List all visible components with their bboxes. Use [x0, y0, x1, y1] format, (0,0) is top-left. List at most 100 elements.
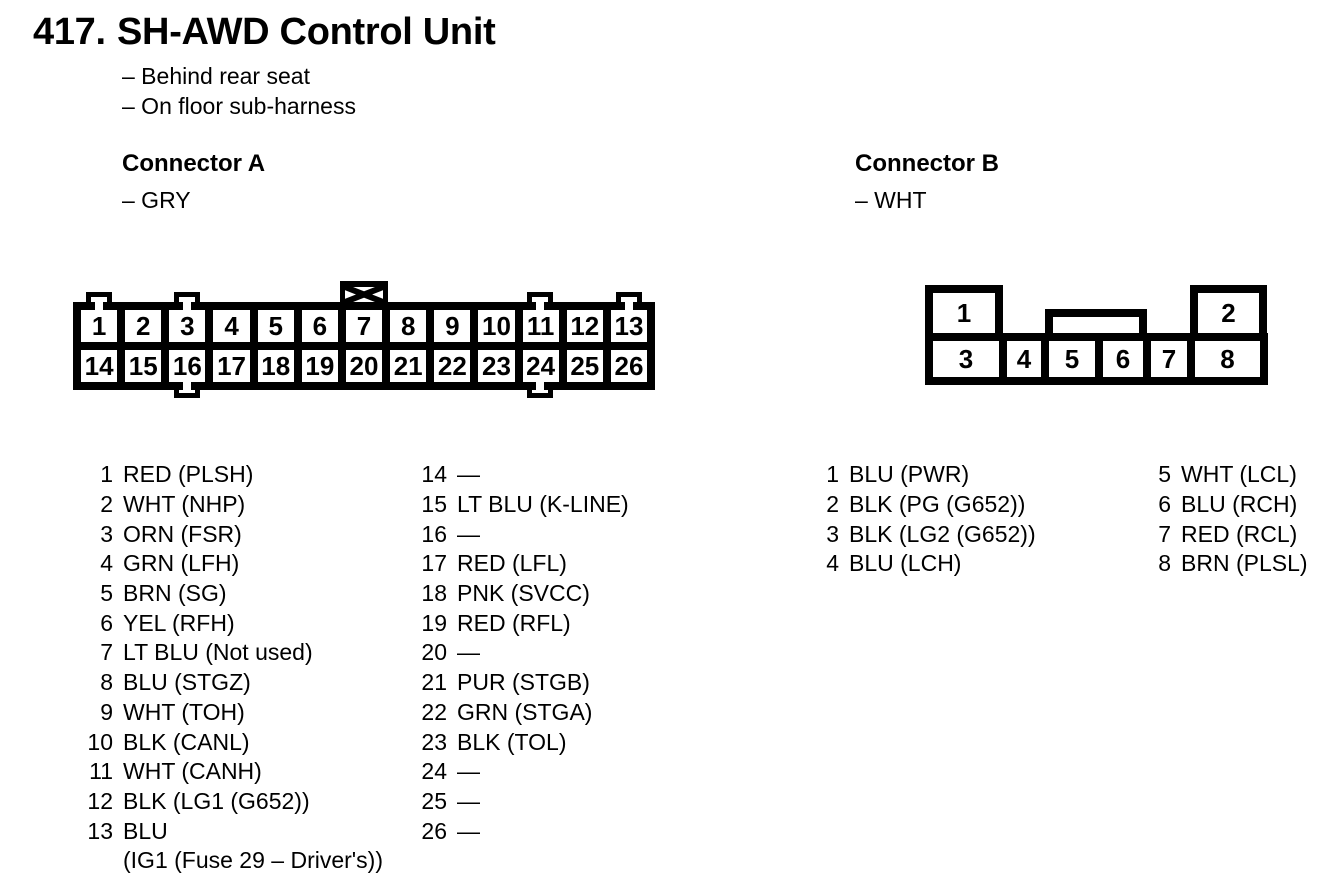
- connector-a-heading: Connector A: [122, 150, 266, 177]
- pin-cell: 3: [169, 310, 206, 342]
- pin-wire-label: —: [457, 461, 480, 488]
- connector-b-color-note: – WHT: [855, 187, 927, 213]
- pin-number: 2: [826, 491, 839, 518]
- pin-cell: 5: [1049, 341, 1095, 377]
- pin-number: 5: [1158, 461, 1171, 488]
- pin-cell: 9: [434, 310, 471, 342]
- pin-number: 19: [421, 609, 447, 636]
- pin-wire-label: BLK (TOL): [457, 728, 567, 755]
- pin-cell: 5: [257, 310, 294, 342]
- pin-cell: 16: [169, 350, 206, 382]
- pin-wire-label: BLU (PWR): [849, 461, 970, 488]
- pin-number: 10: [87, 728, 113, 755]
- keyway-stem: [183, 297, 191, 310]
- pin-wire-label: —: [457, 520, 480, 547]
- pin-cell: 12: [566, 310, 603, 342]
- pin-row: 11 WHT (CANH): [87, 757, 383, 787]
- pin-number: 11: [89, 758, 113, 785]
- pin-cell: 20: [345, 350, 383, 382]
- pin-number: 13: [87, 817, 113, 844]
- pin-wire-label: —: [457, 817, 480, 844]
- pin-number: 18: [421, 580, 447, 607]
- pin-wire-label: BRN (PLSL): [1181, 550, 1308, 577]
- keyway-stem: [536, 297, 544, 310]
- location-note: – On floor sub-harness: [122, 92, 356, 119]
- pin-number: 17: [421, 550, 447, 577]
- pin-cell: 6: [1103, 341, 1143, 377]
- pin-number: 16: [421, 520, 447, 547]
- pin-number: 26: [421, 817, 447, 844]
- pin-row: 17 RED (LFL): [421, 549, 629, 579]
- pin-row: 24—: [421, 757, 629, 787]
- pin-cell: 4: [213, 310, 250, 342]
- pin-wire-label: LT BLU (Not used): [123, 639, 313, 666]
- pin-cell: 3: [933, 341, 999, 377]
- pin-number: 6: [100, 609, 113, 636]
- pin-wire-label: BLU (STGZ): [123, 669, 251, 696]
- pin-cell: 14: [81, 350, 118, 382]
- pin-number: 6: [1158, 491, 1171, 518]
- pin-number: 24: [421, 758, 447, 785]
- pin-row: 6 YEL (RFH): [87, 608, 383, 638]
- pin-wire-label: PNK (SVCC): [457, 580, 590, 607]
- connector-b-pin-cell: 2: [1190, 285, 1267, 341]
- pin-cell: 6: [301, 310, 338, 342]
- pin-number: 20: [421, 639, 447, 666]
- pin-number: 22: [421, 698, 447, 725]
- pin-number: 23: [421, 728, 447, 755]
- pin-cell: 1: [81, 310, 118, 342]
- pin-wire-label: PUR (STGB): [457, 669, 590, 696]
- connector-a-color-note: – GRY: [122, 187, 191, 213]
- keyway-stem: [625, 297, 633, 310]
- pin-number: 1: [100, 461, 113, 488]
- pin-row: 25—: [421, 787, 629, 817]
- pin-number: 4: [100, 550, 113, 577]
- pin-row: 14 —: [421, 460, 629, 490]
- pin-cell: 7: [1151, 341, 1187, 377]
- pin-cell: 4: [1007, 341, 1041, 377]
- pin-cell: 17: [213, 350, 250, 382]
- pin-number: 25: [421, 787, 447, 814]
- pin-number: 4: [826, 550, 839, 577]
- pin-wire-label: BLK (LG2 (G652)): [849, 520, 1036, 547]
- pin-cell: 22: [434, 350, 471, 382]
- pin-row: 19 RED (RFL): [421, 608, 629, 638]
- pin-wire-label: RED (LFL): [457, 550, 567, 577]
- pin-row: 18 PNK (SVCC): [421, 579, 629, 609]
- page-title: 417. SH-AWD Control Unit: [33, 10, 496, 54]
- pin-wire-label: RED (RFL): [457, 609, 571, 636]
- pin-cell: 26: [610, 350, 648, 382]
- pin-cell: 8: [390, 310, 427, 342]
- pin-wire-label: BLU (LCH): [849, 550, 962, 577]
- keyway-stem: [95, 297, 103, 310]
- pin-cell: 18: [257, 350, 294, 382]
- title-text: SH-AWD Control Unit: [117, 11, 496, 53]
- pin-cell: 21: [390, 350, 427, 382]
- pin-cell: 24: [522, 350, 559, 382]
- pin-row: 20—: [421, 638, 629, 668]
- pin-wire-label: YEL (RFH): [123, 609, 235, 636]
- pin-number: 14: [421, 461, 447, 488]
- pin-row: 16 —: [421, 519, 629, 549]
- pin-wire-label: WHT (CANH): [123, 758, 262, 785]
- pin-wire-label: LT BLU (K-LINE): [457, 491, 629, 518]
- pin-wire-label: RED (PLSH): [123, 461, 254, 488]
- pin-cell: 19: [301, 350, 338, 382]
